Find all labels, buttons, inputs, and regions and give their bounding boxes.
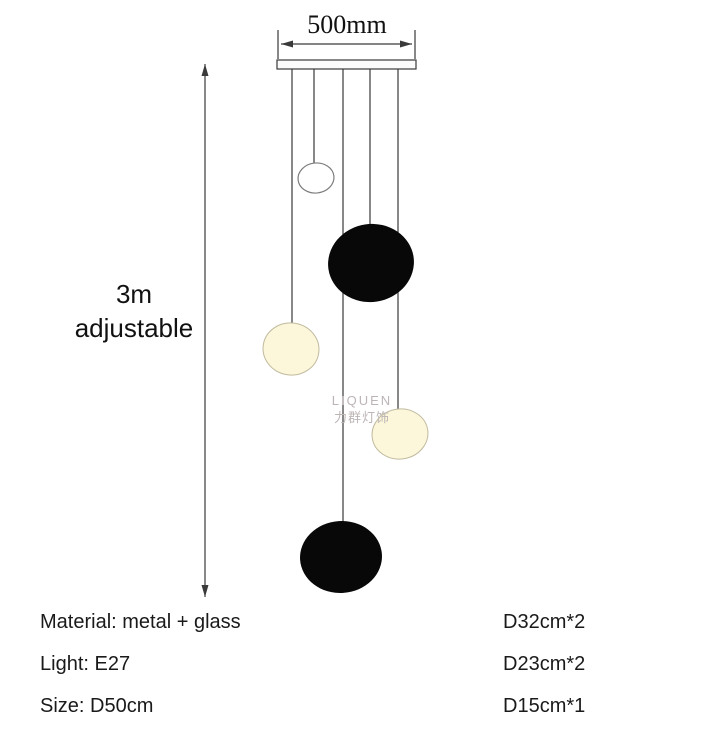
globe-white-small (297, 162, 335, 194)
height-dimension-label-line1: 3m (116, 279, 152, 309)
spec-size-label: Size: D50cm (40, 695, 153, 717)
spec-light-label: Light: E27 (40, 653, 130, 675)
globe-black-bottom (300, 520, 382, 594)
watermark-brand-text: LIQUEN (332, 393, 392, 408)
height-dimension-label-line2: adjustable (75, 313, 194, 343)
spec-diameter-23-label: D23cm*2 (503, 653, 585, 675)
width-dimension-label: 500mm (307, 10, 386, 39)
globe-cream-left (262, 322, 320, 376)
ceiling-plate (276, 59, 417, 70)
spec-diameter-32-label: D32cm*2 (503, 611, 585, 633)
globe-cream-right (371, 408, 429, 460)
spec-material-label: Material: metal + glass (40, 611, 241, 633)
watermark-chinese-text: 力群灯饰 (334, 411, 390, 426)
line-work (201, 30, 416, 597)
spec-diameter-15-label: D15cm*1 (503, 695, 585, 717)
globe-black-upper (328, 223, 414, 303)
